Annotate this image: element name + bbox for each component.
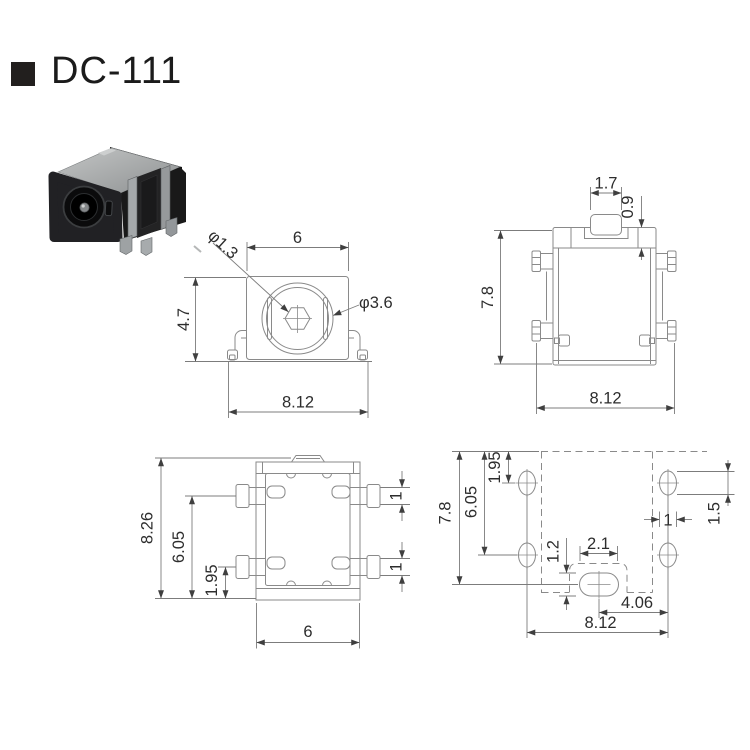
- top-view: 1.7 0.9 7.8 8.12: [479, 175, 677, 414]
- dim-front-pin-span: 8.12: [282, 394, 314, 412]
- photo-stray-mark: [193, 245, 202, 253]
- title-row: DC-111: [11, 50, 182, 93]
- dim-fp-pad-height: 1.5: [706, 502, 724, 525]
- photo-leg-1: [119, 235, 133, 255]
- dim-top-shield-thickness: 0.9: [619, 196, 637, 219]
- footprint-view: 7.8 6.05 1.95 1 1.5 2.1 1.2 4.06 8.12: [437, 451, 735, 638]
- photo-leg-2: [140, 237, 153, 256]
- page-title: DC-111: [51, 50, 183, 92]
- dim-top-pin-span: 8.12: [589, 390, 621, 408]
- mounting-pads: [516, 469, 679, 598]
- dim-fp-depth: 7.8: [437, 502, 455, 525]
- photo-pin-highlight: [81, 204, 85, 208]
- dim-top-tab-width: 1.7: [595, 175, 618, 193]
- front-view: 6 8.12 4.7 φ1.3 φ3.6: [175, 227, 393, 418]
- photo-shield-step: [98, 148, 116, 156]
- photo-leg-3: [165, 217, 178, 237]
- dim-fp-pad-width: 1: [663, 512, 672, 530]
- dim-top-depth: 7.8: [479, 286, 497, 309]
- dim-fp-pad-span: 8.12: [584, 614, 616, 632]
- dim-front-pin-diameter: φ1.3: [204, 227, 241, 263]
- bottom-view: 8.26 6.05 1.95 1 1 6: [139, 455, 410, 649]
- dim-fp-center-pad-height: 1.2: [545, 540, 563, 563]
- dim-front-barrel-diameter: φ3.6: [359, 294, 393, 312]
- component-photo: [48, 147, 202, 256]
- title-bullet-square: [11, 61, 35, 86]
- dim-fp-pad-row2-offset: 6.05: [463, 486, 481, 518]
- dim-bottom-total-depth: 8.26: [139, 512, 157, 544]
- dim-bottom-upper-pin-offset: 6.05: [170, 531, 188, 563]
- photo-shield-clip-front: [127, 176, 138, 240]
- dim-bottom-width: 6: [303, 623, 312, 641]
- dim-bottom-upper-pin-width: 1: [388, 491, 406, 500]
- dim-front-width: 6: [293, 229, 302, 247]
- dim-fp-center-to-side: 4.06: [621, 594, 653, 612]
- photo-barrel-ring: [62, 185, 106, 229]
- photo-pin-edge: [79, 202, 90, 213]
- dim-bottom-lower-pin-offset: 1.95: [203, 564, 221, 596]
- photo-front-slot: [104, 200, 113, 217]
- dim-fp-pad-row1-offset: 1.95: [486, 451, 504, 483]
- photo-side-panel-inner: [140, 174, 158, 230]
- dim-bottom-lower-pin-width: 1: [388, 562, 406, 571]
- dim-fp-center-pad-width: 2.1: [587, 535, 610, 553]
- dim-front-height: 4.7: [175, 308, 193, 331]
